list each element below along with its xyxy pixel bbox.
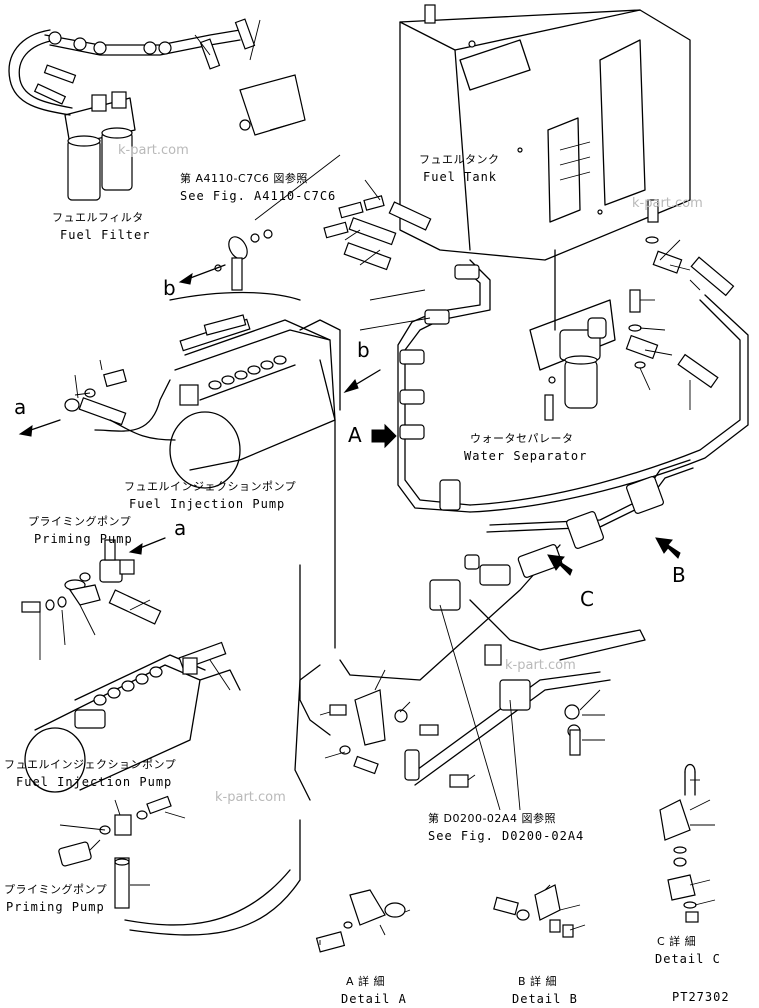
callout-b-right: b (357, 338, 370, 362)
detail-a-label-en: Detail A (341, 992, 407, 1006)
callout-C: C (580, 587, 594, 611)
detail-a-label-jp: A 詳 細 (346, 975, 386, 988)
priming-pump-lower-label-jp: プライミングポンプ (4, 883, 108, 896)
watermark: k-part.com (632, 196, 703, 211)
fuel-tank-label-jp: フュエルタンク (419, 153, 500, 166)
detail-a-drawing (315, 889, 406, 953)
detail-c-drawing (659, 763, 699, 923)
line-clamps (399, 264, 664, 781)
detail-b-label-en: Detail B (512, 992, 578, 1006)
fuel-injection-pump-upper (169, 291, 341, 489)
priming-pump-lower (58, 795, 172, 909)
callout-arrows (18, 264, 681, 576)
fuel-filter-label-en: Fuel Filter (60, 228, 151, 242)
ref2-label-jp: 第 D0200-02A4 図参照 (428, 812, 556, 825)
fuel-injection-pump-lower (24, 641, 241, 793)
ref1-label-en: See Fig. A4110-C7C6 (180, 189, 337, 203)
fuel-filter (64, 91, 136, 201)
priming-pump-lower-label-en: Priming Pump (6, 900, 105, 914)
water-separator-label-jp: ウォータセパレータ (470, 432, 574, 445)
callout-A: A (348, 423, 362, 447)
injection-pump-lower-label-en: Fuel Injection Pump (16, 775, 173, 789)
detail-b-drawing (493, 884, 574, 938)
fuel-filter-label-jp: フュエルフィルタ (52, 211, 144, 224)
detail-b-label-jp: B 詳 細 (518, 975, 558, 988)
priming-pump-upper-label-en: Priming Pump (34, 532, 133, 546)
detail-c-label-en: Detail C (655, 952, 721, 966)
arrow-a-bold (371, 423, 397, 449)
part-code: PT27302 (672, 990, 730, 1004)
watermark: k-part.com (505, 658, 576, 673)
fuel-tank-label-en: Fuel Tank (423, 170, 498, 184)
ref2-label-en: See Fig. D0200-02A4 (428, 829, 585, 843)
injection-pump-upper-label-jp: フュエルインジェクションポンプ (124, 480, 297, 493)
fuel-tank (399, 4, 691, 261)
callout-a-priming: a (174, 516, 187, 540)
arrow-c-bold (547, 554, 573, 576)
upper-pump-fittings (64, 314, 247, 441)
top-left-fuel-lines (8, 18, 306, 136)
arrow-b-bold (655, 537, 681, 559)
right-fittings (625, 199, 735, 389)
priming-pump-upper-label-jp: プライミングポンプ (28, 515, 132, 528)
callout-B: B (672, 563, 686, 587)
water-separator (529, 249, 616, 421)
injection-pump-lower-label-jp: フュエルインジェクションポンプ (4, 758, 177, 771)
watermark: k-part.com (215, 790, 286, 805)
ref1-label-jp: 第 A4110-C7C6 図参照 (180, 172, 308, 185)
water-separator-label-en: Water Separator (464, 449, 588, 463)
watermark: k-part.com (118, 143, 189, 158)
callout-b-upper: b (163, 276, 176, 300)
callout-a-left: a (14, 395, 27, 419)
mid-fittings (329, 554, 581, 788)
leader-lines (39, 19, 716, 945)
injection-pump-upper-label-en: Fuel Injection Pump (129, 497, 286, 511)
detail-c-label-jp: C 詳 細 (657, 935, 697, 948)
